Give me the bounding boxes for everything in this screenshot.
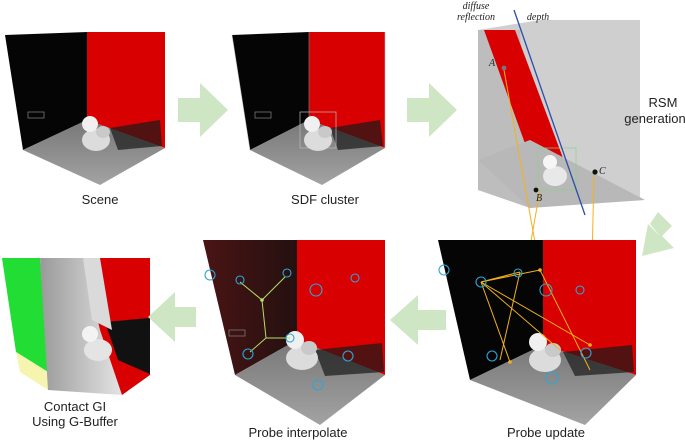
diffuse-annotation-line2: reflection — [446, 12, 506, 23]
contact-gi-label-line2: Using G-Buffer — [20, 414, 130, 429]
arrow-sdf-to-rsm — [407, 83, 457, 137]
scene-panel — [5, 32, 165, 185]
depth-annotation: depth — [518, 12, 558, 23]
arrow-probe-update-to-interpolate — [390, 295, 446, 345]
sdf-cluster-panel — [232, 32, 385, 185]
point-a-label: A — [489, 58, 495, 69]
point-c-label: C — [599, 166, 606, 177]
arrow-scene-to-sdf — [178, 83, 228, 137]
contact-gi-label-line1: Contact GI — [30, 399, 120, 414]
contact-gi-panel — [2, 258, 150, 395]
sdf-cluster-label: SDF cluster — [280, 192, 370, 207]
probe-update-label: Probe update — [496, 425, 596, 440]
point-c-marker — [592, 169, 597, 174]
scene-label: Scene — [70, 192, 130, 207]
arrow-rsm-to-probe-update — [642, 212, 674, 256]
probe-update-panel — [438, 240, 636, 425]
probe-interpolate-label: Probe interpolate — [238, 425, 358, 440]
probe-interpolate-panel — [203, 240, 385, 425]
diffuse-annotation-line1: diffuse — [446, 1, 506, 12]
arrow-interpolate-to-contact-gi — [148, 292, 196, 342]
point-b-marker — [534, 188, 539, 193]
point-b-label: B — [536, 193, 542, 204]
rsm-label-line2: generation — [620, 111, 685, 126]
point-a-marker — [502, 66, 507, 71]
rsm-label-line1: RSM — [638, 95, 685, 110]
